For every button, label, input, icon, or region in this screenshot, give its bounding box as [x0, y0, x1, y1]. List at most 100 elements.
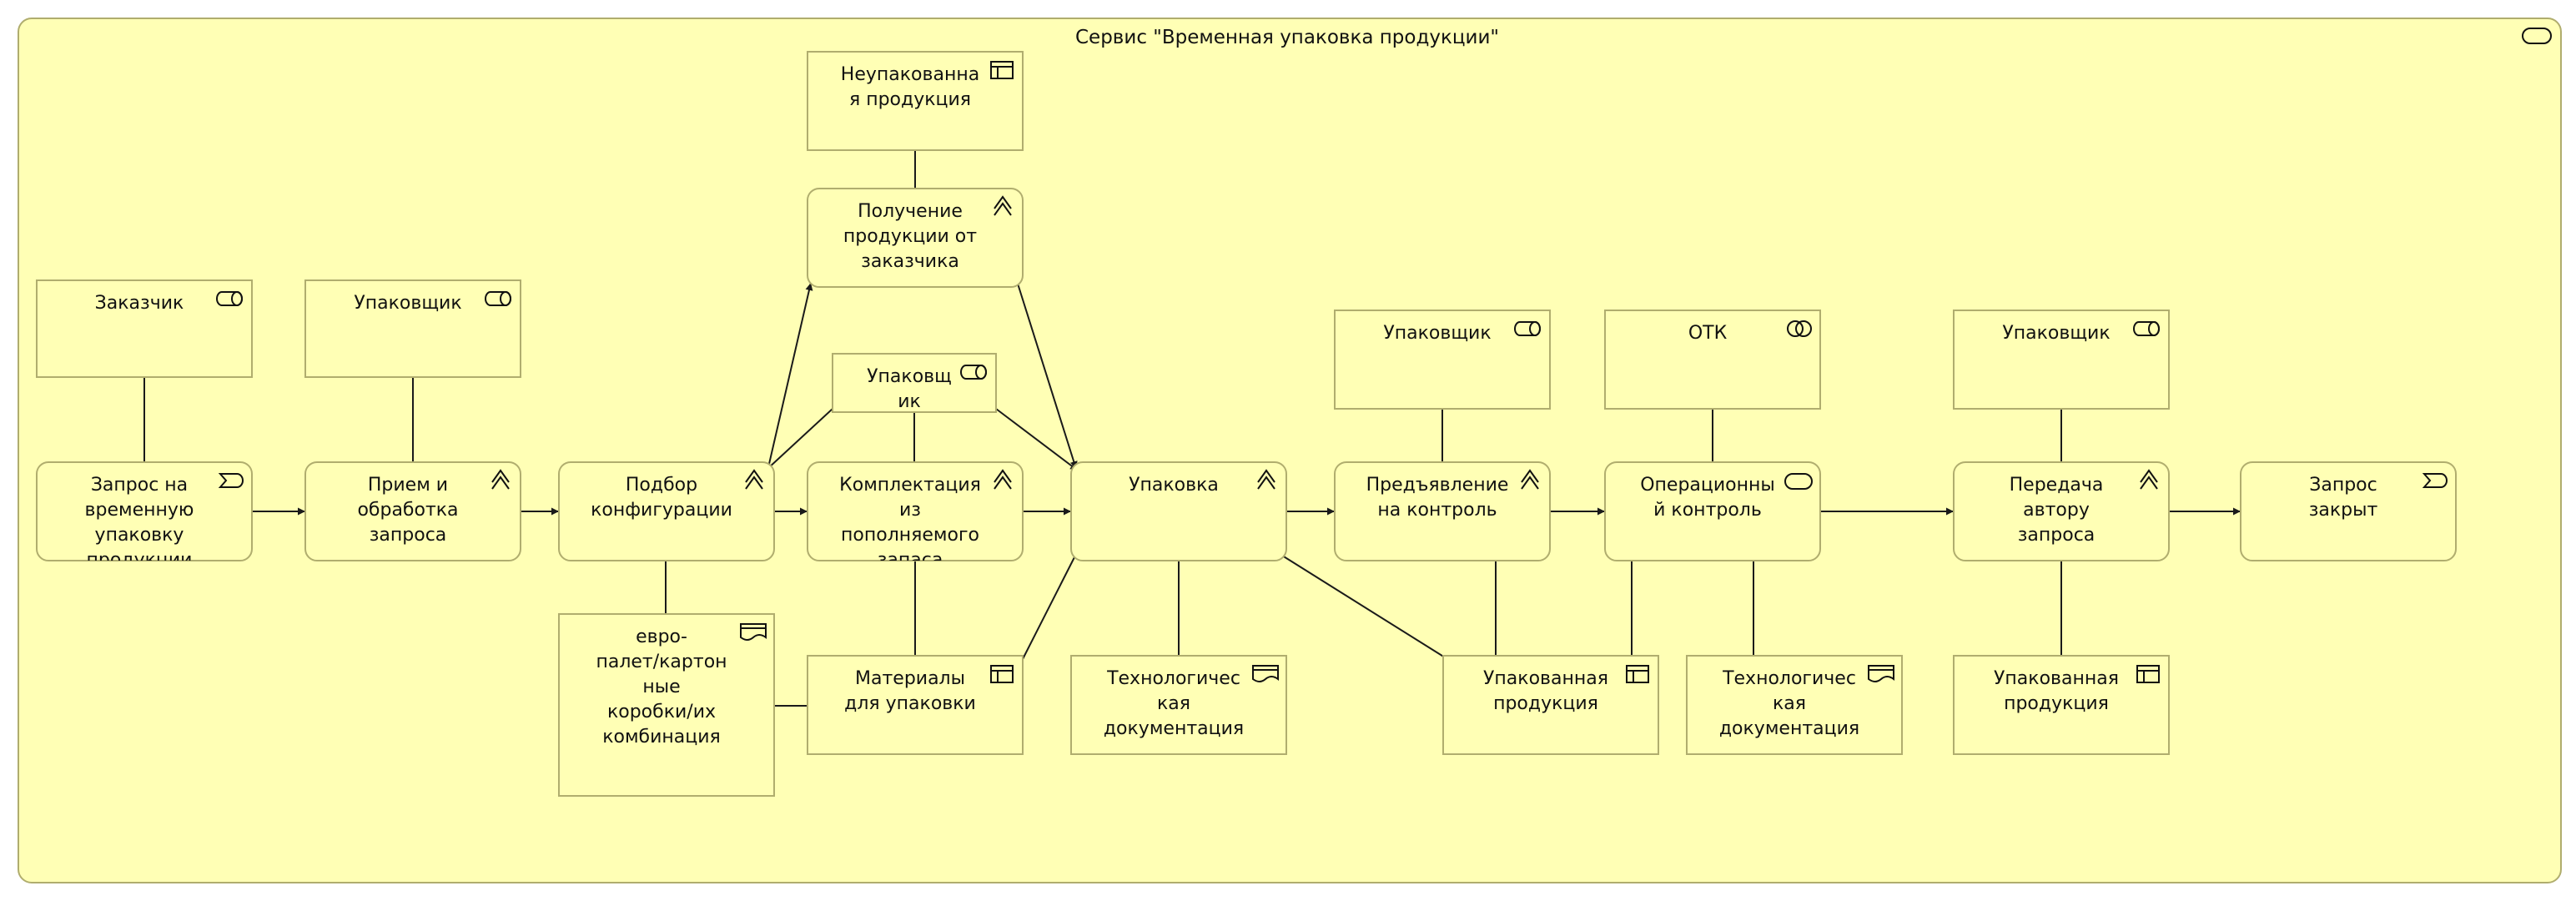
node-label-line: палет/картон	[596, 652, 727, 672]
role-icon	[960, 365, 987, 380]
node-label-line: запаса	[878, 550, 943, 571]
node-label-line: упаковку	[95, 525, 184, 546]
representation-icon	[1868, 665, 1894, 682]
node-priem[interactable]: Прием и обработка запроса	[304, 461, 521, 561]
node-upak-3[interactable]: Упаковщик	[1953, 310, 2170, 410]
node-label-line: запроса	[2018, 525, 2096, 546]
node-evro[interactable]: евро-палет/картон ные коробки/их комбинация	[558, 613, 775, 797]
event-icon	[2422, 473, 2448, 488]
node-box	[1686, 655, 1903, 755]
node-label-line: на контроль	[1377, 500, 1497, 521]
node-box	[304, 461, 521, 561]
node-upak-2[interactable]: Упаковщик	[1334, 310, 1551, 410]
node-label-line: Неупакованна	[841, 64, 979, 85]
business-object-icon	[990, 61, 1014, 79]
node-label-line: Упакованная	[1994, 668, 2119, 689]
node-box	[807, 461, 1024, 561]
node-box	[807, 51, 1024, 151]
node-box	[1334, 461, 1551, 561]
node-label-line: продукции от	[843, 226, 977, 247]
node-label-line: закрыт	[2309, 500, 2378, 521]
node-label-line: ные	[642, 677, 680, 697]
node-label-line: евро-	[636, 627, 687, 647]
business-object-icon	[1626, 665, 1649, 683]
triggering-edge-8	[1017, 283, 1078, 470]
association-edge-6	[767, 408, 833, 470]
node-box	[807, 655, 1024, 755]
node-label-line: Комплектация	[839, 475, 981, 496]
node-label-line: Упакованная	[1483, 668, 1608, 689]
node-upakovka[interactable]: Упаковка	[1070, 461, 1287, 561]
node-label-line: Упаковщик	[354, 293, 461, 314]
process-icon	[994, 469, 1012, 490]
node-label-line: Запрос на	[91, 475, 188, 496]
node-box	[1604, 310, 1821, 410]
triggering-edge-5	[768, 282, 813, 465]
node-label-line: Упаковка	[1129, 475, 1219, 496]
node-label-line: продукции	[87, 550, 193, 571]
node-label-line: из	[899, 500, 921, 521]
node-label-line: Технологичес	[1106, 668, 1240, 689]
node-label-line: коробки/их	[607, 702, 716, 722]
node-predyavl[interactable]: Предъявление на контроль	[1334, 461, 1551, 561]
service-icon	[1784, 473, 1813, 490]
node-zapros[interactable]: Запрос на временную упаковку продукции	[36, 461, 253, 571]
node-poluchenie[interactable]: Получение продукции от заказчика	[807, 188, 1024, 288]
node-box	[304, 279, 521, 378]
edges-layer	[143, 150, 2241, 707]
node-zakazchik[interactable]: Заказчик	[36, 279, 253, 378]
node-label-line: заказчика	[861, 251, 959, 272]
node-label-line: кая	[1157, 693, 1190, 714]
node-label-line: Прием и	[368, 475, 448, 496]
business-object-icon	[2136, 665, 2160, 683]
node-label-line: обработка	[357, 500, 458, 521]
node-podbor[interactable]: Подбор конфигурации	[558, 461, 775, 561]
process-icon	[1521, 469, 1539, 490]
process-icon	[1257, 469, 1275, 490]
node-box	[1070, 461, 1287, 561]
node-label-line: Запрос	[2309, 475, 2377, 496]
node-box	[36, 279, 253, 378]
node-otk[interactable]: ОТК	[1604, 310, 1821, 410]
process-icon	[2140, 469, 2158, 490]
node-label-line: временную	[85, 500, 194, 521]
node-box	[36, 461, 253, 561]
business-object-icon	[990, 665, 1014, 683]
node-label-line: Заказчик	[95, 293, 184, 314]
representation-icon	[1252, 665, 1279, 682]
role-icon	[2133, 321, 2160, 336]
node-label-line: Упаковщ	[867, 366, 952, 387]
node-label-line: для упаковки	[844, 693, 976, 714]
node-zakryt[interactable]: Запрос закрыт	[2240, 461, 2457, 561]
node-box	[1953, 461, 2170, 561]
node-label-line: комбинация	[602, 727, 721, 747]
node-label-line: конфигурации	[591, 500, 732, 521]
service-container	[18, 18, 2562, 883]
node-label-line: Технологичес	[1722, 668, 1856, 689]
association-edge-22	[1022, 553, 1077, 660]
collaboration-icon	[1787, 320, 1812, 337]
node-label-line: запроса	[370, 525, 447, 546]
node-label-line: Получение	[858, 201, 963, 222]
representation-icon	[740, 623, 767, 641]
role-icon	[485, 291, 511, 306]
node-upak-small[interactable]: Упаковщик	[832, 353, 997, 413]
node-box	[1070, 655, 1287, 755]
node-box	[1953, 655, 2170, 755]
node-label-line: Предъявление	[1366, 475, 1509, 496]
node-label-line: Передача	[2010, 475, 2104, 496]
node-upak-1[interactable]: Упаковщик	[304, 279, 521, 378]
role-icon	[216, 291, 243, 306]
process-icon	[491, 469, 510, 490]
node-label-line: Подбор	[626, 475, 697, 496]
